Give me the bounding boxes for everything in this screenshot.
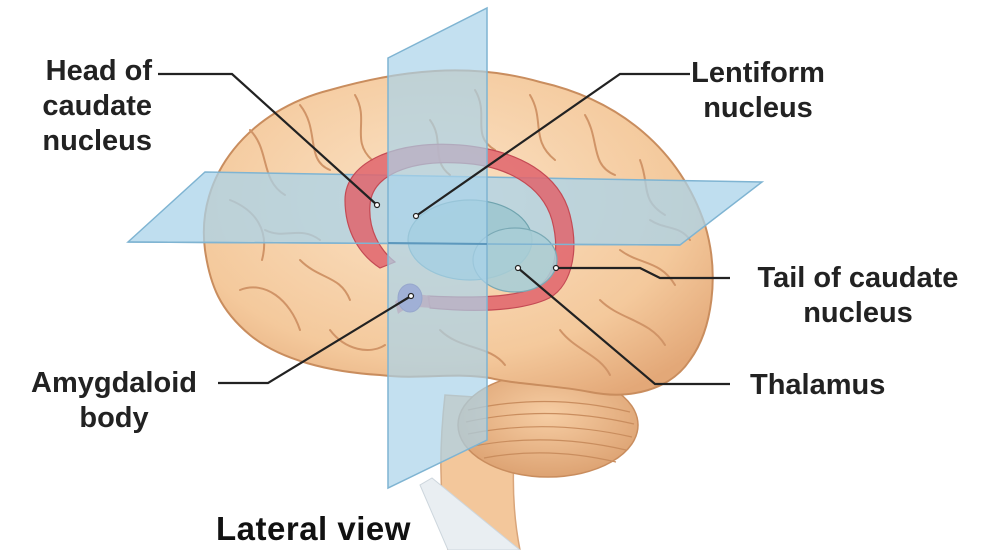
view-caption: Lateral view xyxy=(216,510,411,548)
label-line: Amygdaloid xyxy=(10,366,218,401)
label-line: body xyxy=(10,401,218,436)
label-line: Lentiform xyxy=(688,56,828,91)
label-head-of-caudate: Head of caudate nucleus xyxy=(12,54,152,159)
vertical-plane xyxy=(388,8,487,488)
label-line: nucleus xyxy=(738,296,978,331)
label-line: nucleus xyxy=(12,124,152,159)
label-lentiform-nucleus: Lentiform nucleus xyxy=(688,56,828,126)
label-tail-of-caudate: Tail of caudate nucleus xyxy=(738,261,978,331)
label-line: Thalamus xyxy=(750,368,885,403)
label-amygdaloid-body: Amygdaloid body xyxy=(10,366,218,436)
label-thalamus: Thalamus xyxy=(750,368,885,403)
label-line: caudate xyxy=(12,89,152,124)
label-line: Head of xyxy=(12,54,152,89)
label-line: nucleus xyxy=(688,91,828,126)
label-line: Tail of caudate xyxy=(738,261,978,296)
